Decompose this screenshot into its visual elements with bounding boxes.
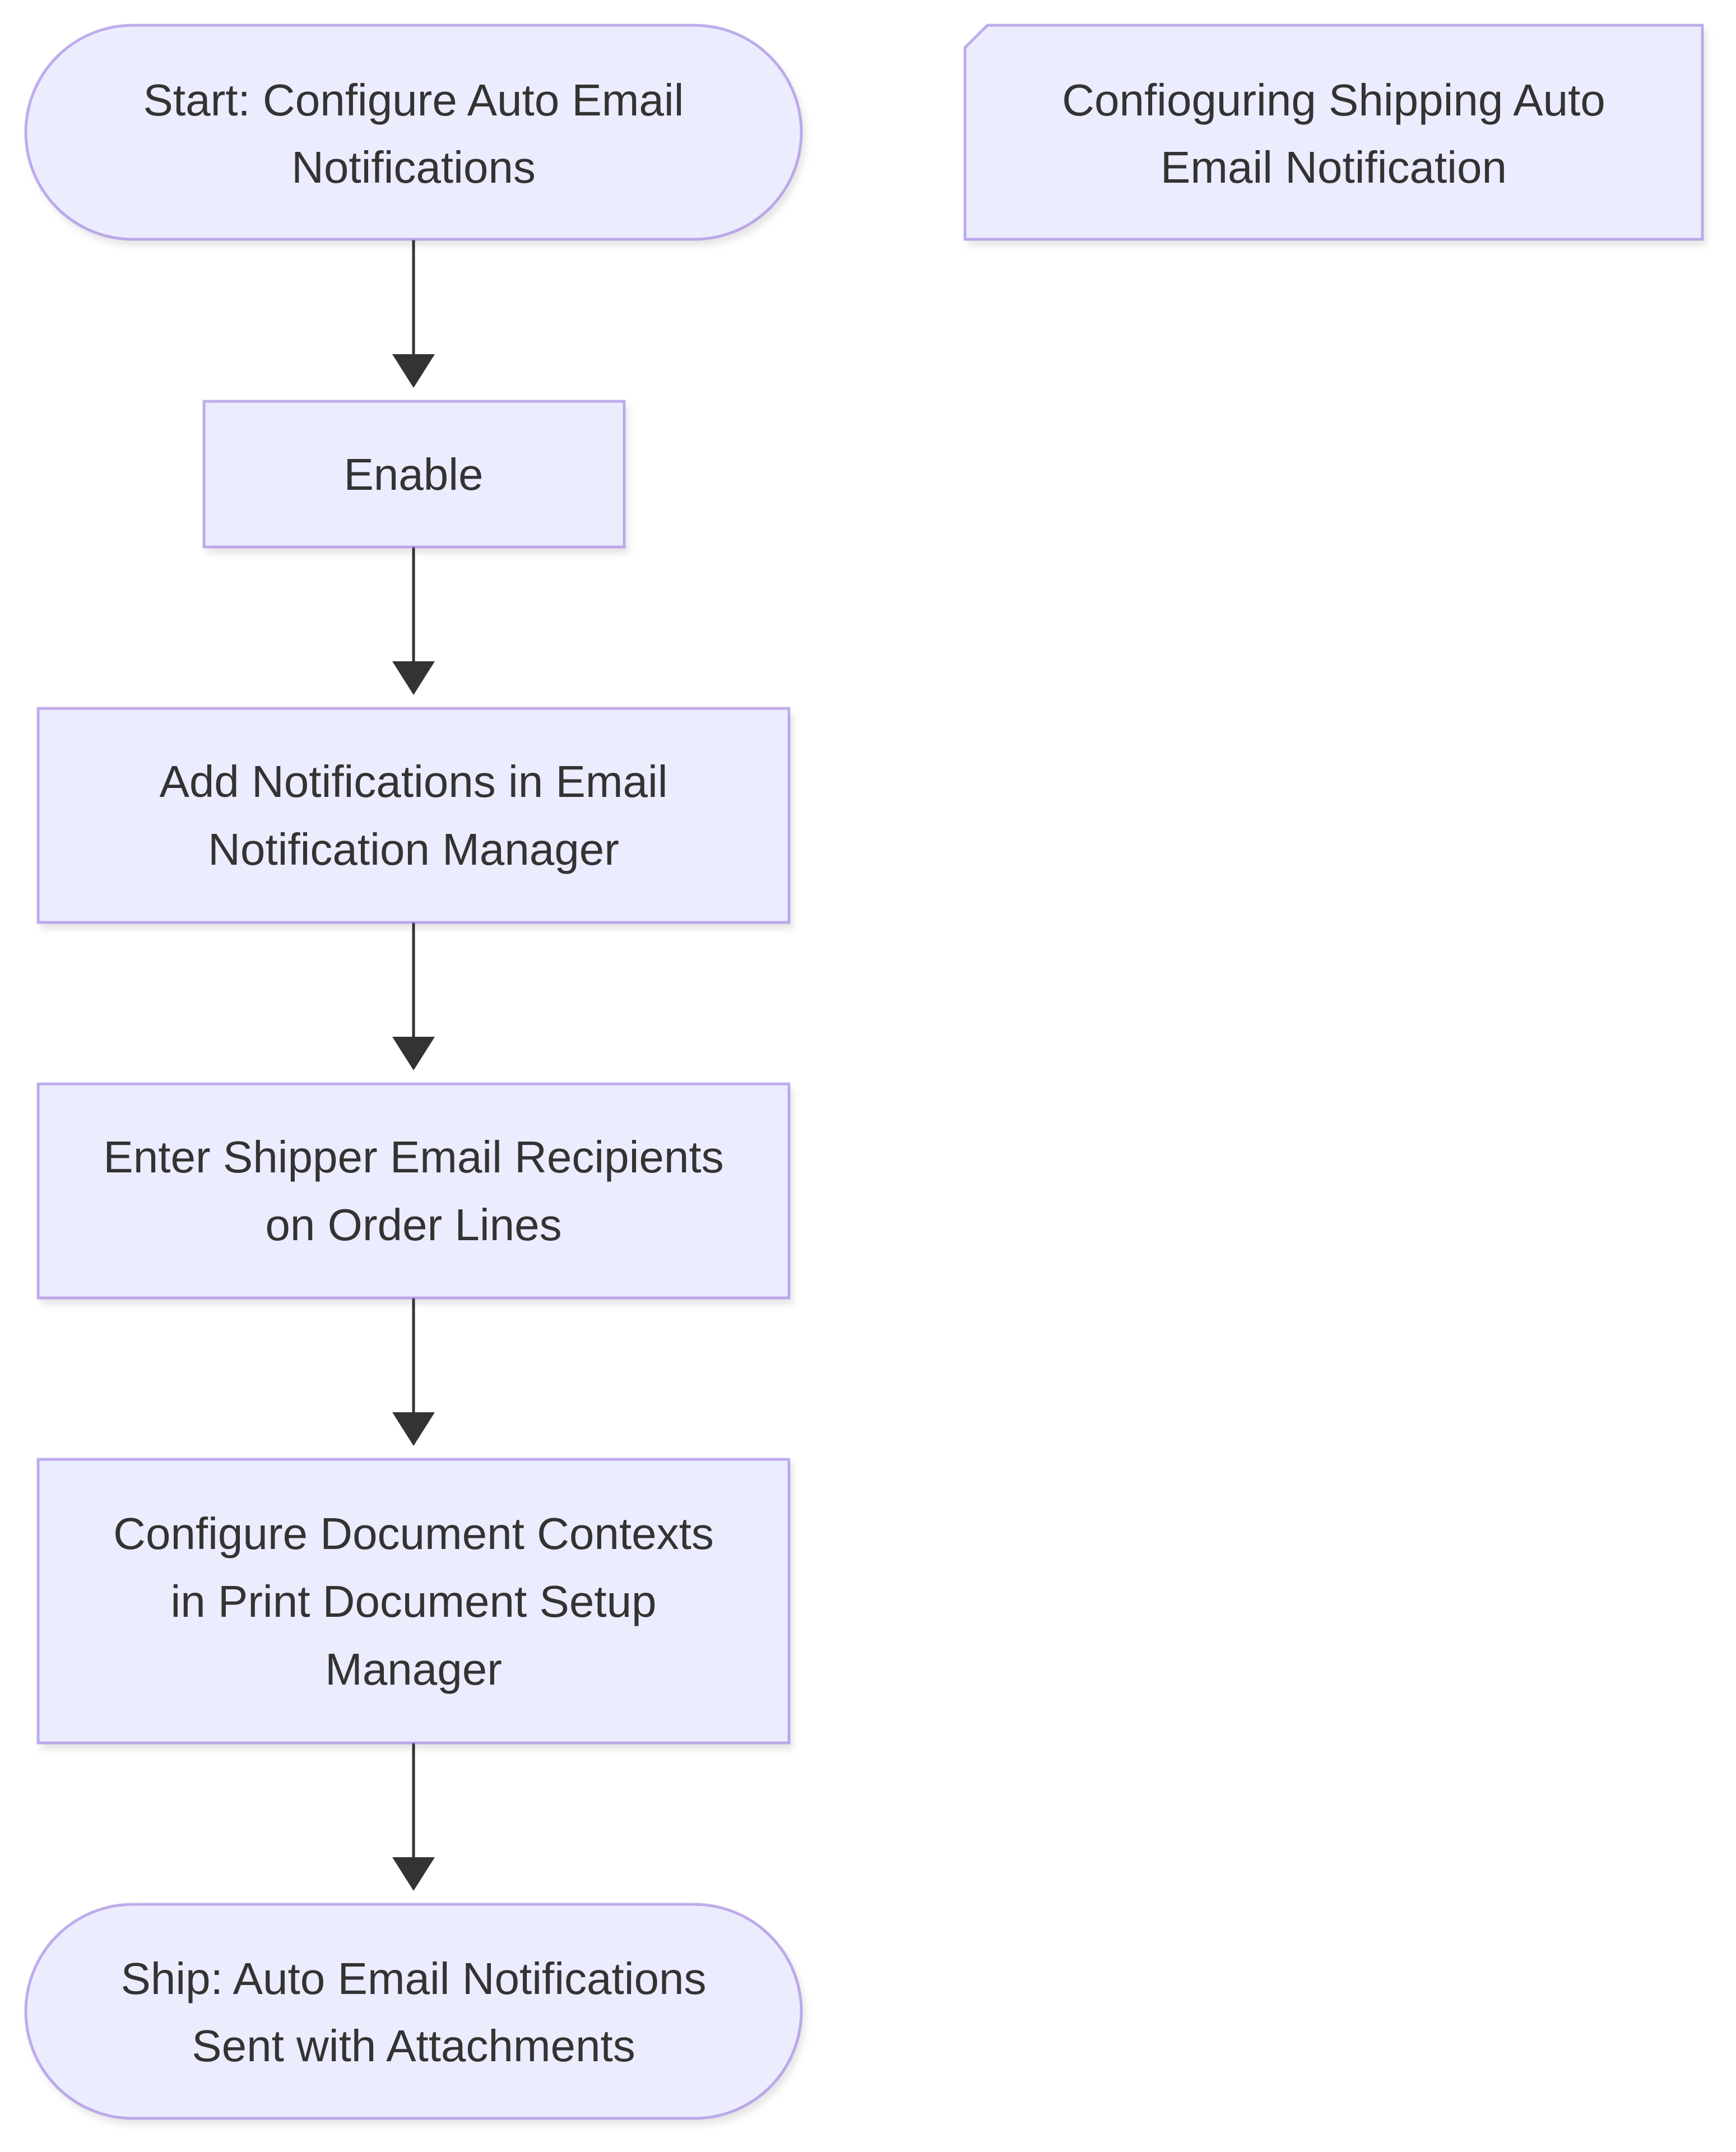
node-label-line: Sent with Attachments xyxy=(192,2021,635,2071)
edge-start-to-enable xyxy=(392,240,435,388)
arrowhead xyxy=(392,1857,435,1891)
arrowhead xyxy=(392,1037,435,1070)
node-label-line: Enable xyxy=(344,449,483,499)
edges xyxy=(392,240,435,1891)
node-label-line: Enter Shipper Email Recipients xyxy=(103,1132,723,1182)
node-ship: Ship: Auto Email Notifications Sent with… xyxy=(24,1903,803,2120)
note-label-line: Confioguring Shipping Auto xyxy=(1062,75,1605,125)
node-label-line: Start: Configure Auto Email xyxy=(143,75,684,125)
terminal-shape xyxy=(24,24,803,241)
node-enter-recipients: Enter Shipper Email Recipients on Order … xyxy=(36,1082,791,1300)
arrowhead xyxy=(392,354,435,388)
node-label-line: on Order Lines xyxy=(265,1200,561,1250)
arrowhead xyxy=(392,661,435,695)
process-shape xyxy=(202,400,626,549)
process-shape xyxy=(36,707,791,924)
node-label-line: Manager xyxy=(325,1644,502,1694)
arrowhead xyxy=(392,1412,435,1446)
edge-add-notifications-to-enter-recipients xyxy=(392,922,435,1070)
edge-enter-recipients-to-configure-contexts xyxy=(392,1298,435,1446)
node-enable: Enable xyxy=(202,400,626,549)
node-label-line: Add Notifications in Email xyxy=(159,757,667,806)
node-add-notifications: Add Notifications in Email Notification … xyxy=(36,707,791,924)
process-shape xyxy=(36,1458,791,1745)
node-label-line: Ship: Auto Email Notifications xyxy=(121,1954,707,2003)
note-label-line: Email Notification xyxy=(1161,142,1507,192)
node-label-line: Notification Manager xyxy=(208,824,619,874)
node-label-line: in Print Document Setup xyxy=(170,1576,656,1626)
note-title: Confioguring Shipping Auto Email Notific… xyxy=(963,24,1704,241)
edge-configure-contexts-to-ship xyxy=(392,1743,435,1891)
node-label-line: Notifications xyxy=(291,142,536,192)
edge-enable-to-add-notifications xyxy=(392,547,435,695)
node-configure-contexts: Configure Document Contexts in Print Doc… xyxy=(36,1458,791,1745)
node-label-line: Configure Document Contexts xyxy=(113,1509,714,1559)
note-shape xyxy=(963,24,1704,241)
process-shape xyxy=(36,1082,791,1300)
terminal-shape xyxy=(24,1903,803,2120)
node-start: Start: Configure Auto Email Notification… xyxy=(24,24,803,241)
